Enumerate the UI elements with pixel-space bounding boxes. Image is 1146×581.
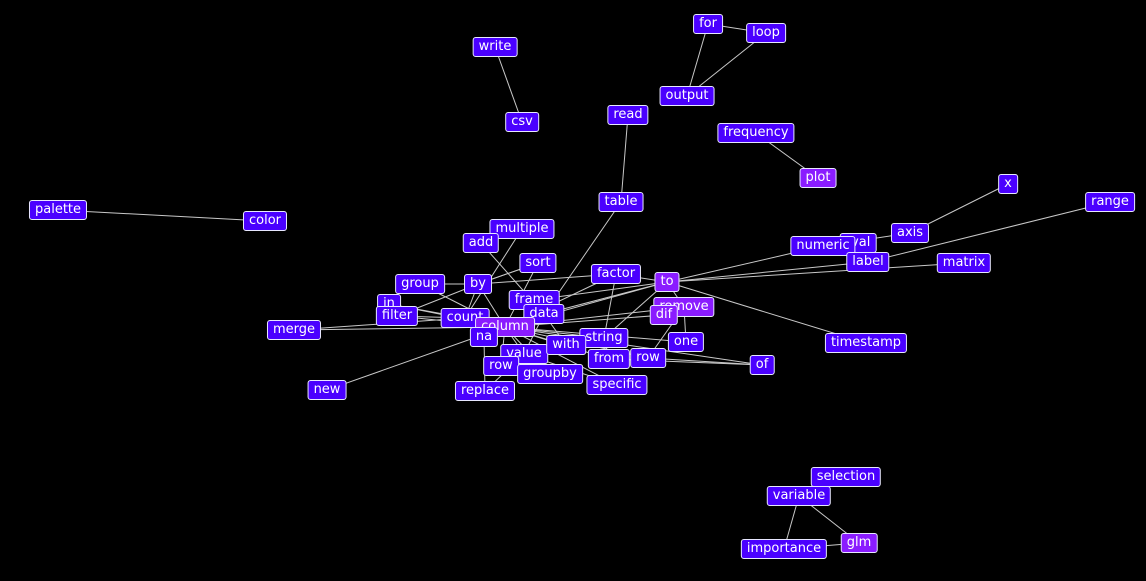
edge-matrix-to — [666, 262, 965, 283]
edge-write-csv — [494, 46, 523, 123]
node-selection[interactable]: selection — [810, 467, 882, 487]
node-for[interactable]: for — [693, 14, 723, 34]
edge-multiple-count — [464, 228, 523, 319]
node-plot[interactable]: plot — [799, 168, 837, 188]
node-axis[interactable]: axis — [890, 223, 930, 243]
edge-palette-color — [57, 209, 266, 222]
node-sort[interactable]: sort — [519, 253, 557, 273]
node-groupby[interactable]: groupby — [517, 364, 583, 384]
edge-to-data — [543, 281, 668, 315]
edge-label-to — [666, 261, 869, 283]
edge-read-table — [620, 114, 629, 203]
node-na[interactable]: na — [469, 327, 499, 347]
node-table[interactable]: table — [598, 192, 644, 212]
node-loop[interactable]: loop — [746, 23, 786, 43]
edge-loop-output — [686, 32, 767, 97]
node-merge[interactable]: merge — [266, 320, 322, 340]
node-factor[interactable]: factor — [590, 264, 642, 284]
edge-factor-string — [603, 273, 617, 339]
node-timestamp[interactable]: timestamp — [824, 333, 908, 353]
node-from[interactable]: from — [587, 349, 631, 369]
node-group[interactable]: group — [395, 274, 445, 294]
node-row1[interactable]: row — [630, 348, 666, 368]
node-glm[interactable]: glm — [840, 533, 878, 553]
node-x[interactable]: x — [998, 174, 1018, 194]
node-of[interactable]: of — [749, 355, 775, 375]
node-filter[interactable]: filter — [375, 306, 419, 326]
node-row2[interactable]: row — [483, 356, 519, 376]
node-color[interactable]: color — [242, 211, 288, 231]
node-range[interactable]: range — [1085, 192, 1135, 212]
node-by[interactable]: by — [464, 274, 492, 294]
node-string[interactable]: string — [579, 328, 629, 348]
node-label[interactable]: label — [846, 252, 890, 272]
node-write[interactable]: write — [472, 37, 518, 57]
node-dif[interactable]: dif — [649, 305, 679, 325]
node-specific[interactable]: specific — [586, 375, 648, 395]
node-output[interactable]: output — [659, 86, 715, 106]
node-csv[interactable]: csv — [505, 112, 539, 132]
node-read[interactable]: read — [607, 105, 649, 125]
node-matrix[interactable]: matrix — [936, 253, 992, 273]
edge-range-label — [867, 201, 1111, 263]
node-frequency[interactable]: frequency — [717, 123, 795, 143]
node-to[interactable]: to — [654, 272, 680, 292]
edge-of-column — [504, 326, 763, 366]
edge-to-timestamp — [666, 281, 867, 344]
node-new[interactable]: new — [307, 380, 347, 400]
node-multiple[interactable]: multiple — [489, 219, 555, 239]
node-with[interactable]: with — [546, 335, 586, 355]
node-importance[interactable]: importance — [740, 539, 828, 559]
node-one[interactable]: one — [667, 332, 705, 352]
node-palette[interactable]: palette — [28, 200, 88, 220]
node-variable[interactable]: variable — [766, 486, 832, 506]
node-numeric[interactable]: numeric — [790, 236, 856, 256]
edge-for-output — [686, 23, 709, 97]
node-replace[interactable]: replace — [454, 381, 516, 401]
node-add[interactable]: add — [462, 233, 500, 253]
